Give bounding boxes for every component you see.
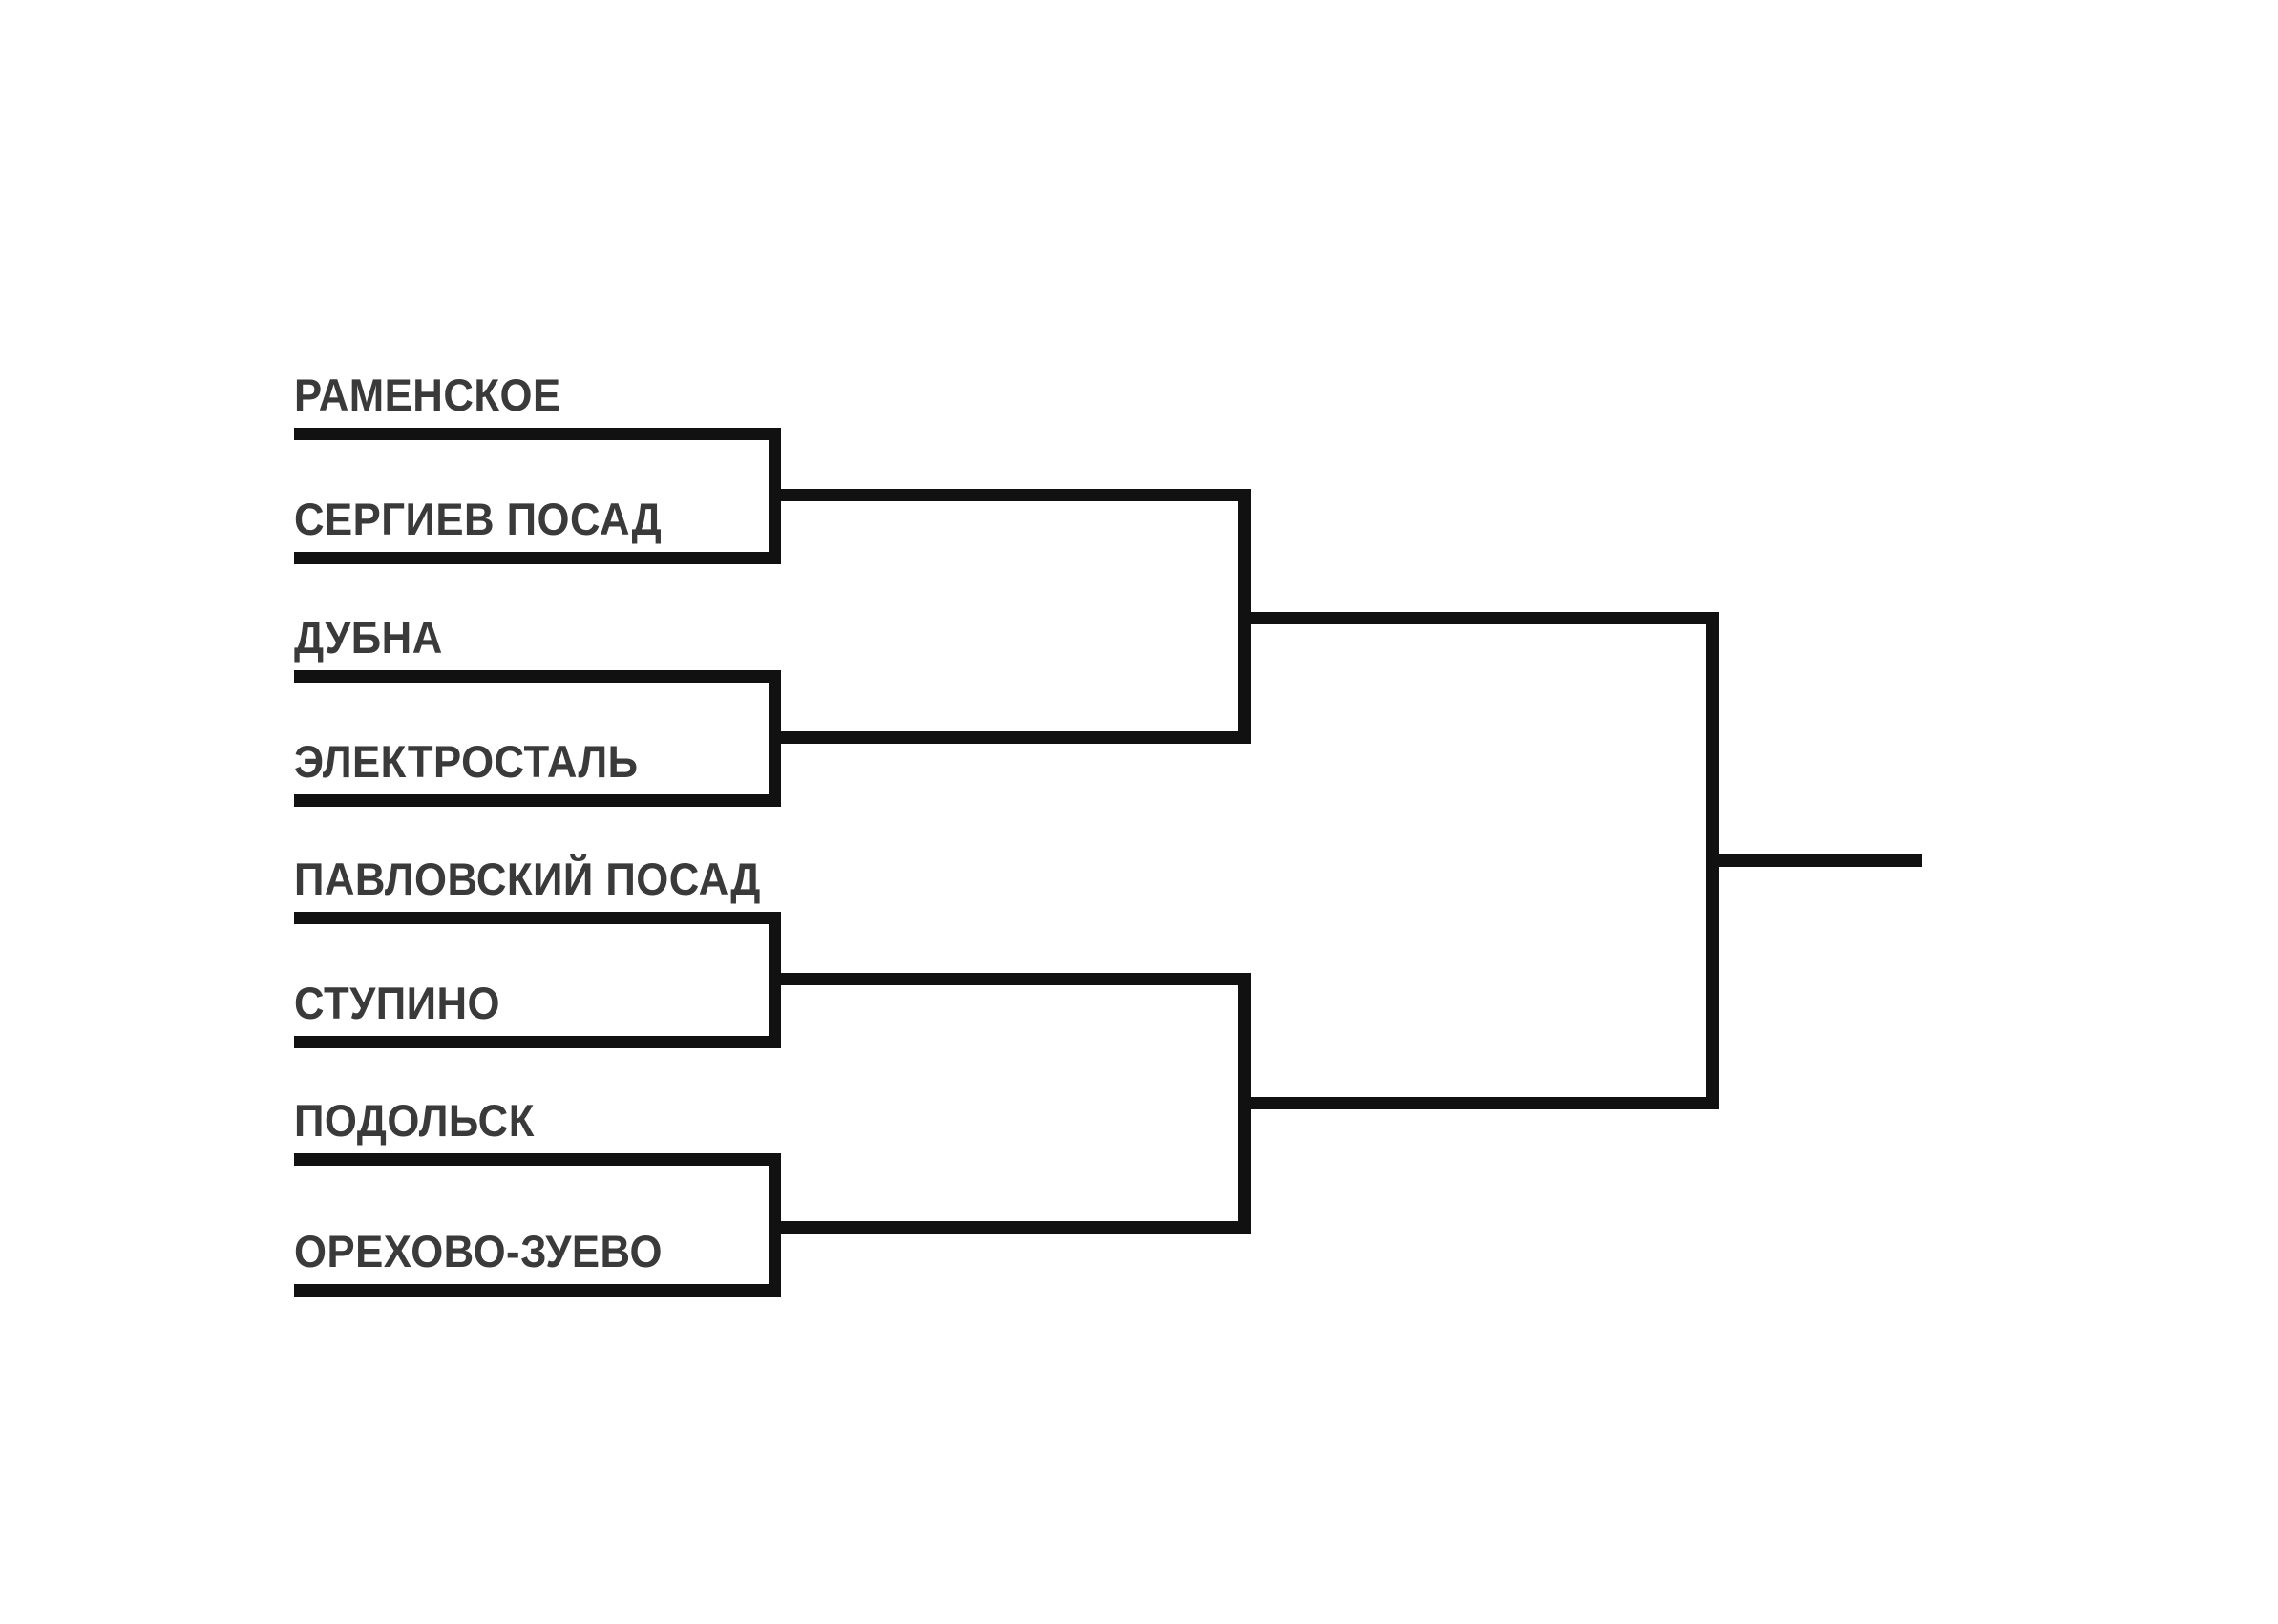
team-underline-7 [294, 1153, 781, 1166]
connector-horizontal-match-1 [781, 489, 1251, 501]
connector-horizontal-match-4 [781, 1221, 1251, 1234]
team-underline-6 [294, 1036, 781, 1048]
team-label-podolsk: ПОДОЛЬСК [294, 1095, 535, 1146]
connector-vertical-match-1 [769, 428, 781, 564]
team-underline-4 [294, 794, 781, 807]
team-label-elektrostal: ЭЛЕКТРОСТАЛЬ [294, 736, 639, 787]
team-label-pavlovsky-posad: ПАВЛОВСКИЙ ПОСАД [294, 854, 761, 904]
team-underline-3 [294, 670, 781, 683]
team-underline-8 [294, 1284, 781, 1297]
connector-vertical-match-3 [769, 912, 781, 1048]
team-label-sergiev-posad: СЕРГИЕВ ПОСАД [294, 494, 663, 544]
team-label-dubna: ДУБНА [294, 612, 443, 663]
connector-horizontal-semifinal-1 [1251, 612, 1719, 624]
team-label-ramenskoe: РАМЕНСКОЕ [294, 369, 561, 420]
connector-vertical-final [1706, 612, 1719, 1109]
team-underline-5 [294, 912, 781, 924]
champion-line [1719, 854, 1922, 867]
connector-horizontal-match-3 [781, 973, 1251, 985]
connector-vertical-match-2 [769, 670, 781, 807]
team-label-stupino: СТУПИНО [294, 978, 501, 1028]
connector-horizontal-match-2 [781, 731, 1251, 744]
connector-horizontal-semifinal-2 [1251, 1097, 1719, 1109]
connector-vertical-semifinal-1 [1238, 489, 1251, 744]
team-underline-1 [294, 428, 781, 440]
team-underline-2 [294, 552, 781, 564]
team-label-orekhovo-zuevo: ОРЕХОВО-ЗУЕВО [294, 1226, 663, 1276]
connector-vertical-match-4 [769, 1153, 781, 1297]
connector-vertical-semifinal-2 [1238, 973, 1251, 1234]
